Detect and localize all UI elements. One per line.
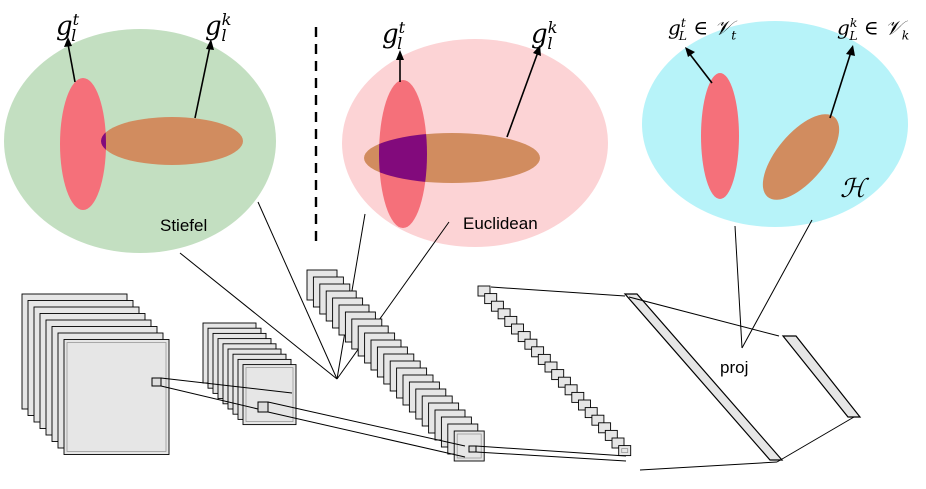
feature-map xyxy=(504,315,518,327)
euclidean-space xyxy=(342,39,608,247)
fully-connected-layers xyxy=(623,293,862,463)
feature-map-inner xyxy=(621,448,629,454)
feature-map-inner xyxy=(245,367,294,423)
arrow-head-icon xyxy=(64,37,72,47)
hilbert-red-ellipse xyxy=(701,73,739,199)
fc-layer-2 xyxy=(781,335,862,418)
feature-map xyxy=(531,346,545,358)
hilbert-math-g-L-k: gkL ∈ 𝒱k xyxy=(837,15,910,43)
stiefel-orange-ellipse xyxy=(101,117,243,165)
stiefel-red-ellipse xyxy=(60,78,106,210)
stiefel-label: Stiefel xyxy=(160,216,208,235)
feature-map-inner xyxy=(66,342,167,452)
bubble-connectors xyxy=(179,201,813,380)
arrow-head-icon xyxy=(206,39,214,50)
feature-map xyxy=(544,361,558,373)
arrow-head-icon xyxy=(685,47,695,57)
proj-label: proj xyxy=(720,358,749,377)
feature-map xyxy=(611,437,625,449)
feature-map-stack-4 xyxy=(477,285,632,457)
feature-map xyxy=(564,384,578,396)
feature-map xyxy=(517,331,531,343)
hilbert-orange-ellipse xyxy=(762,114,840,200)
feature-map xyxy=(598,422,612,434)
arrow-head-icon xyxy=(533,45,541,56)
feature-map xyxy=(557,376,571,388)
stiefel-manifold xyxy=(4,29,276,253)
feature-map xyxy=(242,364,297,426)
feature-map xyxy=(497,308,511,320)
feature-map xyxy=(571,391,585,403)
feature-map xyxy=(551,369,565,381)
stiefel-math-g-l-k: gkl xyxy=(205,10,232,45)
hilbert-space-symbol: ℋ xyxy=(840,174,866,204)
feature-map-stack-1 xyxy=(21,293,170,455)
fc-layer-1 xyxy=(623,293,784,461)
stiefel-math-g-l-t: gtl xyxy=(56,10,80,45)
euclidean-label: Euclidean xyxy=(463,214,538,233)
euclidean-math-g-l-k: gkl xyxy=(531,18,558,53)
feature-map xyxy=(584,407,598,419)
feature-map-stack-2 xyxy=(202,322,297,426)
hilbert-space xyxy=(642,21,908,227)
feature-map xyxy=(477,285,491,297)
feature-map xyxy=(578,399,591,411)
receptive-field-connectors xyxy=(151,286,778,471)
feature-map xyxy=(490,300,504,312)
hilbert-math-g-L-t: gtL ∈ 𝒱t xyxy=(668,15,737,43)
feature-map xyxy=(537,353,551,365)
feature-map xyxy=(63,339,170,455)
arrow-head-icon xyxy=(846,45,855,56)
euclidean-overlap xyxy=(379,133,427,183)
feature-map xyxy=(604,429,618,441)
arrow-head-icon xyxy=(396,50,404,60)
feature-map xyxy=(524,338,538,350)
feature-map-stack-3 xyxy=(306,269,485,462)
feature-map xyxy=(511,323,524,335)
feature-map xyxy=(591,414,605,426)
feature-map xyxy=(618,445,632,457)
euclidean-math-g-l-t: gtl xyxy=(382,18,406,53)
feature-map xyxy=(484,293,498,305)
